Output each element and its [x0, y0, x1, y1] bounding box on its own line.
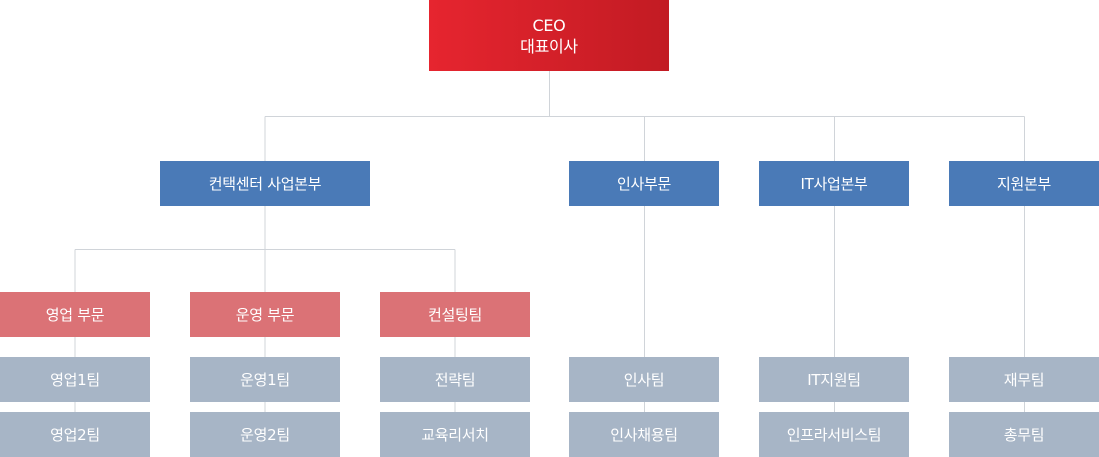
ceo-box: CEO 대표이사	[429, 0, 669, 71]
team-sales-2: 영업2팀	[0, 412, 150, 457]
team-label: 영업1팀	[50, 370, 100, 389]
team-label: 운영2팀	[240, 425, 290, 444]
team-label: 재무팀	[1003, 370, 1045, 389]
team-sales-1: 영업1팀	[0, 357, 150, 402]
ceo-subtitle: 대표이사	[520, 36, 578, 56]
division-label: 인사부문	[616, 174, 671, 193]
team-label: 교육리서치	[421, 425, 489, 444]
team-label: 인사팀	[623, 370, 665, 389]
team-education-research: 교육리서치	[380, 412, 530, 457]
division-it: IT사업본부	[759, 161, 909, 206]
department-label: 영업 부문	[45, 305, 105, 324]
department-label: 운영 부문	[235, 305, 295, 324]
team-label: 전략팀	[434, 370, 476, 389]
team-operations-1: 운영1팀	[190, 357, 340, 402]
team-infrastructure: 인프라서비스팀	[759, 412, 909, 457]
team-it-support: IT지원팀	[759, 357, 909, 402]
team-general-affairs: 총무팀	[949, 412, 1099, 457]
division-support: 지원본부	[949, 161, 1099, 206]
division-hr: 인사부문	[569, 161, 719, 206]
team-hr: 인사팀	[569, 357, 719, 402]
department-consulting: 컨설팅팀	[380, 292, 530, 337]
team-operations-2: 운영2팀	[190, 412, 340, 457]
team-label: 인프라서비스팀	[786, 425, 882, 444]
team-label: 영업2팀	[50, 425, 100, 444]
department-label: 컨설팅팀	[427, 305, 482, 324]
team-finance: 재무팀	[949, 357, 1099, 402]
team-label: IT지원팀	[807, 370, 861, 389]
team-recruitment: 인사채용팀	[569, 412, 719, 457]
department-operations: 운영 부문	[190, 292, 340, 337]
department-sales: 영업 부문	[0, 292, 150, 337]
division-label: 지원본부	[996, 174, 1051, 193]
team-label: 총무팀	[1003, 425, 1045, 444]
team-strategy: 전략팀	[380, 357, 530, 402]
division-contact-center: 컨택센터 사업본부	[160, 161, 370, 206]
team-label: 인사채용팀	[610, 425, 678, 444]
division-label: 컨택센터 사업본부	[208, 174, 322, 193]
team-label: 운영1팀	[240, 370, 290, 389]
ceo-title: CEO	[532, 15, 566, 35]
division-label: IT사업본부	[800, 174, 868, 193]
